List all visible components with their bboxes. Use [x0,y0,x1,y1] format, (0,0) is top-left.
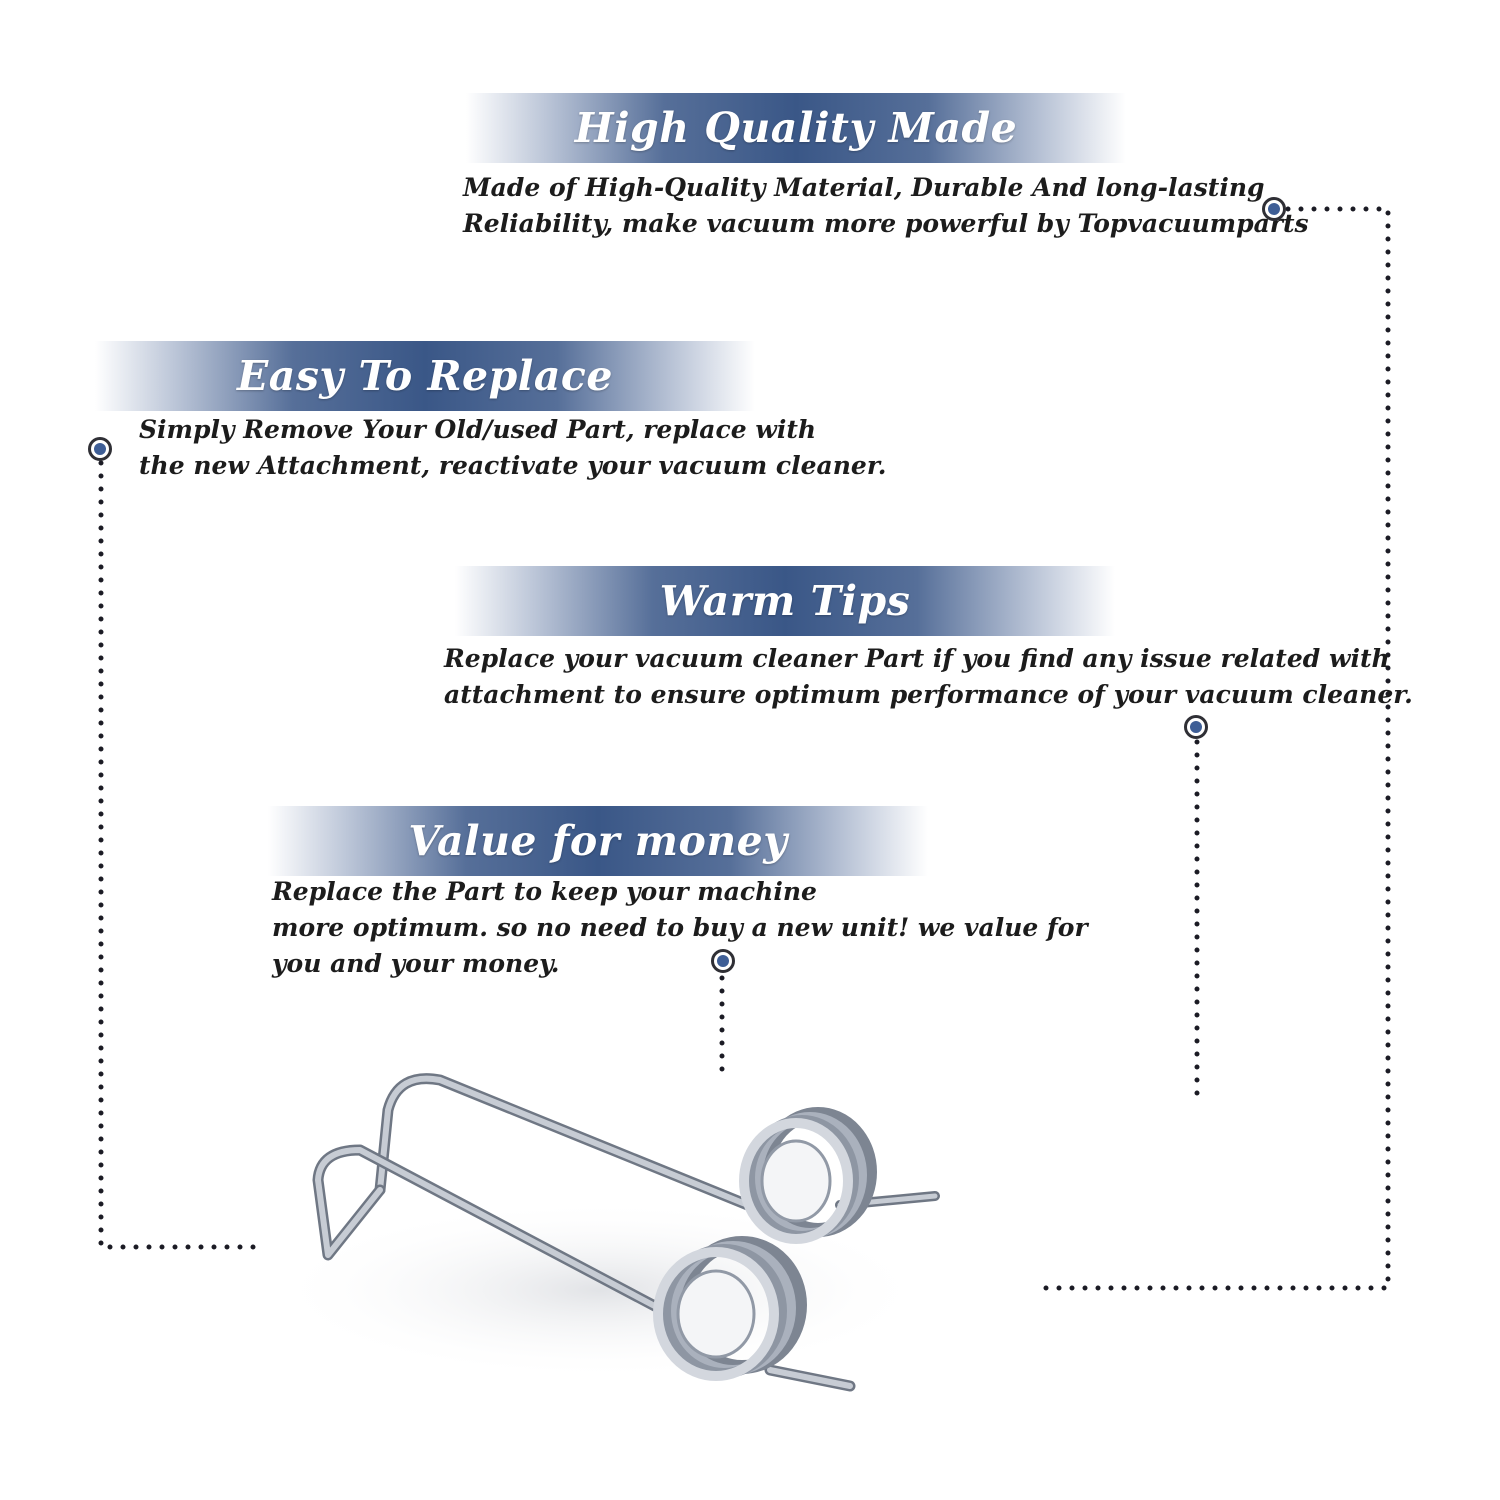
section-text-value-money: Replace the Part to keep your machine mo… [272,877,1088,978]
bullet-dot-icon [1184,715,1208,739]
section-text-high-quality: Made of High-Quality Material, Durable A… [463,173,1309,238]
section-title-high-quality: High Quality Made [574,104,1018,152]
bullet-dot-icon [1262,197,1286,221]
section-title-easy-replace: Easy To Replace [237,352,613,400]
banner-easy-replace: Easy To Replace [95,341,755,411]
section-title-warm-tips: Warm Tips [659,577,911,625]
bullet-dot-icon [88,437,112,461]
banner-value-money: Value for money [268,806,928,876]
banner-warm-tips: Warm Tips [455,566,1115,636]
bullet-dot-icon [711,949,735,973]
connector-easy-replace [98,460,265,1250]
section-text-easy-replace: Simply Remove Your Old/used Part, replac… [139,415,887,480]
section-title-value-money: Value for money [408,817,788,865]
connector-high-quality [1035,206,1391,1291]
banner-high-quality: High Quality Made [466,93,1126,163]
section-text-warm-tips: Replace your vacuum cleaner Part if you … [444,644,1413,709]
